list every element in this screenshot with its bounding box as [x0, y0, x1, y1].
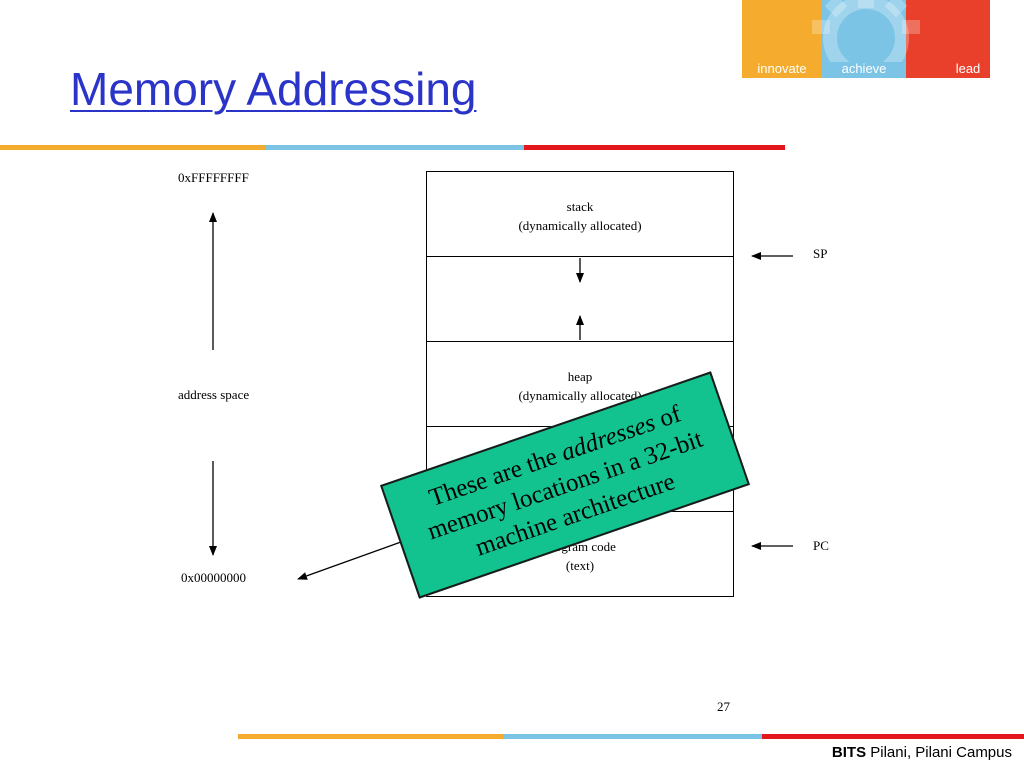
bottom-address-label: 0x00000000 — [181, 570, 246, 585]
brand-word-lead: lead — [955, 61, 981, 76]
brand-block-achieve: achieve — [822, 0, 906, 78]
stack-segment: stack (dynamically allocated) — [426, 171, 734, 257]
top-address-label: 0xFFFFFFFF — [178, 170, 249, 185]
brand-word-achieve: achieve — [841, 61, 887, 76]
brand-block-innovate: innovate — [742, 0, 822, 78]
pc-label: PC — [813, 538, 829, 553]
header-stripe-orange — [0, 145, 265, 150]
stack-label: stack — [566, 199, 594, 214]
footer-stripe-red — [762, 734, 1024, 739]
header-stripe-blue — [265, 145, 524, 150]
heap-label: heap — [567, 369, 593, 384]
callout-pointer-arrow — [297, 537, 413, 580]
program-code-sublabel: (text) — [565, 558, 595, 573]
header-stripe-red — [524, 145, 785, 150]
page-number: 27 — [717, 699, 730, 714]
gear-watermark-icon — [812, 0, 920, 62]
brand-word-innovate: innovate — [757, 61, 807, 76]
stack-sublabel: (dynamically allocated) — [518, 218, 642, 233]
brand-block-lead: lead — [906, 0, 990, 78]
heap-sublabel: (dynamically allocated) — [518, 388, 642, 403]
footer-campus-text: BITS Pilani, Pilani Campus — [832, 744, 1012, 761]
footer-campus: Pilani, Pilani Campus — [866, 744, 1012, 761]
page-title: Memory Addressing — [70, 63, 477, 115]
footer-stripe-blue — [503, 734, 762, 739]
sp-label: SP — [813, 246, 828, 261]
footer-bits: BITS — [831, 744, 867, 761]
address-space-label: address space — [178, 387, 250, 402]
footer-stripe-orange — [238, 734, 503, 739]
